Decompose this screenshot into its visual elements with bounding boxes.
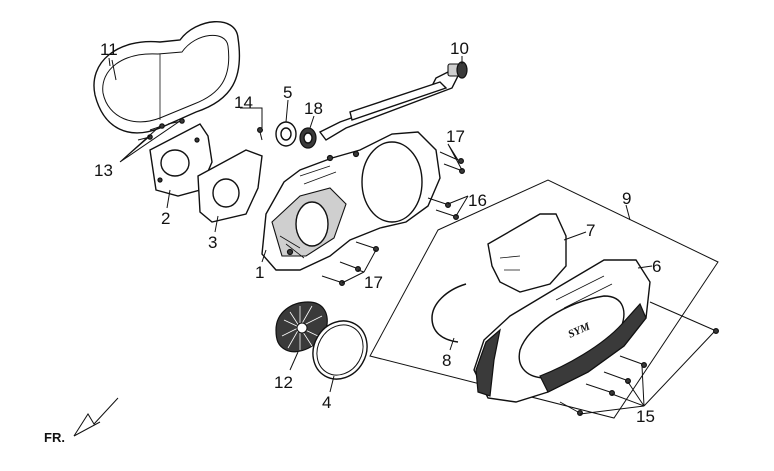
wire-clip-part [431, 283, 467, 343]
front-label: FR. [44, 430, 65, 445]
callout-12: 12 [274, 373, 293, 392]
callout-4: 4 [322, 393, 331, 412]
bearing-set-part [257, 121, 317, 149]
leader-lines [108, 56, 715, 415]
callout-labels: 11 10 14 5 18 17 13 2 3 16 9 7 6 1 17 12… [94, 39, 661, 426]
bolts-16-17 [321, 151, 466, 287]
callout-11: 11 [100, 40, 118, 59]
callout-18: 18 [304, 99, 323, 118]
outer-cover-part: SYM [473, 259, 651, 403]
direction-arrow-head [73, 421, 101, 437]
callout-2: 2 [161, 209, 170, 228]
cover-gasket-part [93, 21, 241, 134]
shield-plate-part [149, 123, 213, 197]
callout-1: 1 [255, 263, 264, 282]
front-direction-indicator: FR. [44, 397, 119, 445]
callout-9: 9 [622, 189, 631, 208]
callout-13: 13 [94, 161, 113, 180]
callout-3: 3 [208, 233, 217, 252]
callout-6: 6 [652, 257, 661, 276]
cover-panel-part [487, 213, 567, 293]
oval-filter-part [312, 320, 368, 380]
intake-duct-part [318, 61, 468, 141]
direction-arrow-icon [73, 397, 119, 437]
callout-17-lower: 17 [364, 273, 383, 292]
filter-screen-part [275, 301, 328, 353]
callout-8: 8 [442, 351, 451, 370]
gasket-plate-part [197, 149, 263, 223]
callout-14: 14 [234, 93, 253, 112]
callout-5: 5 [283, 83, 292, 102]
callout-15: 15 [636, 407, 655, 426]
callout-7: 7 [586, 221, 595, 240]
callout-16: 16 [468, 191, 487, 210]
callout-10: 10 [450, 39, 469, 58]
bolts-15 [559, 301, 719, 417]
assembly-box-9 [369, 179, 719, 419]
inner-cover-part [261, 131, 441, 271]
callout-17-upper: 17 [446, 127, 465, 146]
